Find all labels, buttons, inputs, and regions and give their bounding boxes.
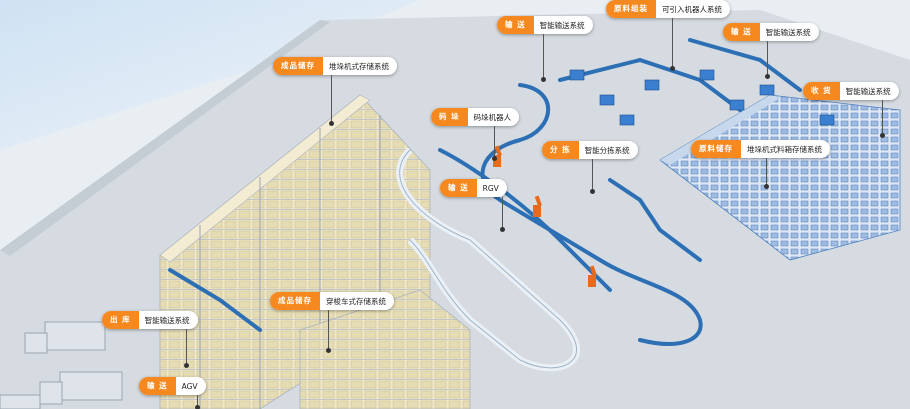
leader-line	[492, 126, 497, 161]
label-finished-storage-stacker: 成品储存 堆垛机式存储系统	[273, 57, 397, 75]
label-tag: 分 拣	[542, 141, 579, 159]
label-agv: 输 送 AGV	[139, 377, 206, 395]
conveyor-lines	[168, 38, 802, 346]
label-finished-storage-shuttle: 成品储存 穿梭车式存储系统	[270, 292, 394, 310]
leader-line	[329, 75, 334, 126]
label-text: 堆垛机式存储系统	[329, 61, 389, 71]
label-receiving: 收 货 智能输送系统	[803, 82, 899, 100]
label-text: 可引入机器人系统	[662, 4, 722, 14]
label-text: 堆垛机式料箱存储系统	[747, 144, 822, 154]
label-tag: 原料组装	[606, 0, 656, 18]
label-tag: 码 垛	[431, 108, 468, 126]
leader-line	[184, 329, 189, 368]
label-conveyor-2: 输 送 智能输送系统	[723, 23, 819, 41]
assembly-robot-cells	[569, 69, 835, 126]
label-text: 智能输送系统	[765, 27, 811, 37]
label-palletizing: 码 垛 码垛机器人	[431, 108, 520, 126]
leader-line	[880, 100, 885, 138]
label-text: 智能分拣系统	[584, 145, 630, 155]
leader-line	[765, 41, 770, 79]
label-tag: 收 货	[803, 82, 840, 100]
label-tag: 输 送	[440, 179, 477, 197]
label-text: 智能输送系统	[144, 315, 190, 325]
label-outbound: 出 库 智能输送系统	[102, 311, 198, 329]
leader-line	[764, 158, 769, 189]
leader-line	[326, 310, 331, 353]
label-text: RGV	[482, 183, 499, 193]
label-text: 智能输送系统	[845, 86, 891, 96]
label-sorting: 分 拣 智能分拣系统	[542, 141, 638, 159]
label-tag: 输 送	[139, 377, 176, 395]
truck-icon	[0, 321, 123, 409]
bin-rack-storage	[659, 94, 901, 261]
shuttle-rack-storage	[299, 289, 471, 409]
leader-line	[670, 18, 675, 71]
label-text: 码垛机器人	[473, 112, 512, 122]
label-text: 穿梭车式存储系统	[326, 296, 386, 306]
robot-arm-icon	[493, 145, 597, 287]
label-tag: 出 库	[102, 311, 139, 329]
label-tag: 成品储存	[273, 57, 323, 75]
label-tag: 原料储存	[691, 140, 741, 158]
label-raw-material-storage: 原料储存 堆垛机式料箱存储系统	[691, 140, 830, 158]
label-tag: 输 送	[497, 16, 534, 34]
label-tag: 输 送	[723, 23, 760, 41]
label-conveyor-1: 输 送 智能输送系统	[497, 16, 593, 34]
leader-line	[195, 395, 200, 409]
leader-line	[541, 34, 546, 82]
label-rgv: 输 送 RGV	[440, 179, 507, 197]
label-tag: 成品储存	[270, 292, 320, 310]
label-raw-material-assembly: 原料组装 可引入机器人系统	[606, 0, 730, 18]
leader-line	[500, 197, 505, 232]
label-text: 智能输送系统	[539, 20, 585, 30]
label-text: AGV	[181, 381, 198, 391]
leader-line	[590, 159, 595, 194]
